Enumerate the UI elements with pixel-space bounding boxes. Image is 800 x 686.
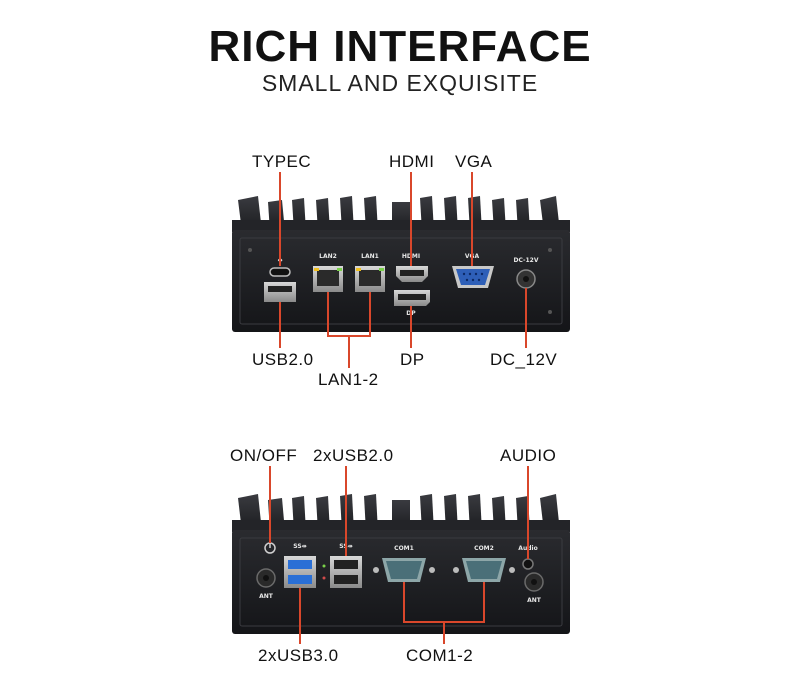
- page-title: RICH INTERFACE: [208, 22, 592, 71]
- svg-text:ANT: ANT: [527, 597, 542, 604]
- label-lan: LAN1-2: [318, 370, 379, 389]
- front-leader-lines: [279, 172, 527, 368]
- rear-device: ANT SS⇹ SS⇹ COM1 COM2 Audio ANT: [232, 494, 570, 634]
- front-device: ⇹ LAN2 LAN1 HDMI DP VGA DC-12V: [232, 196, 570, 332]
- svg-text:SS⇹: SS⇹: [293, 543, 306, 550]
- svg-text:ANT: ANT: [259, 593, 274, 600]
- svg-text:LAN2: LAN2: [319, 253, 337, 260]
- label-dc12v: DC_12V: [490, 350, 558, 369]
- svg-text:COM1: COM1: [394, 545, 414, 552]
- label-2xusb20: 2xUSB2.0: [313, 446, 394, 465]
- rear-leader-lines: [269, 466, 529, 644]
- svg-text:COM2: COM2: [474, 545, 494, 552]
- label-2xusb30: 2xUSB3.0: [258, 646, 339, 665]
- label-com: COM1-2: [406, 646, 474, 665]
- label-typec: TYPEC: [252, 152, 312, 171]
- svg-text:LAN1: LAN1: [361, 253, 379, 260]
- label-usb20: USB2.0: [252, 350, 314, 369]
- label-dp: DP: [400, 350, 425, 369]
- label-onoff: ON/OFF: [230, 446, 298, 465]
- label-hdmi: HDMI: [389, 152, 435, 171]
- page-subtitle: SMALL AND EXQUISITE: [261, 70, 539, 96]
- svg-text:DC-12V: DC-12V: [513, 257, 538, 264]
- label-vga: VGA: [455, 152, 493, 171]
- label-audio: AUDIO: [500, 446, 557, 465]
